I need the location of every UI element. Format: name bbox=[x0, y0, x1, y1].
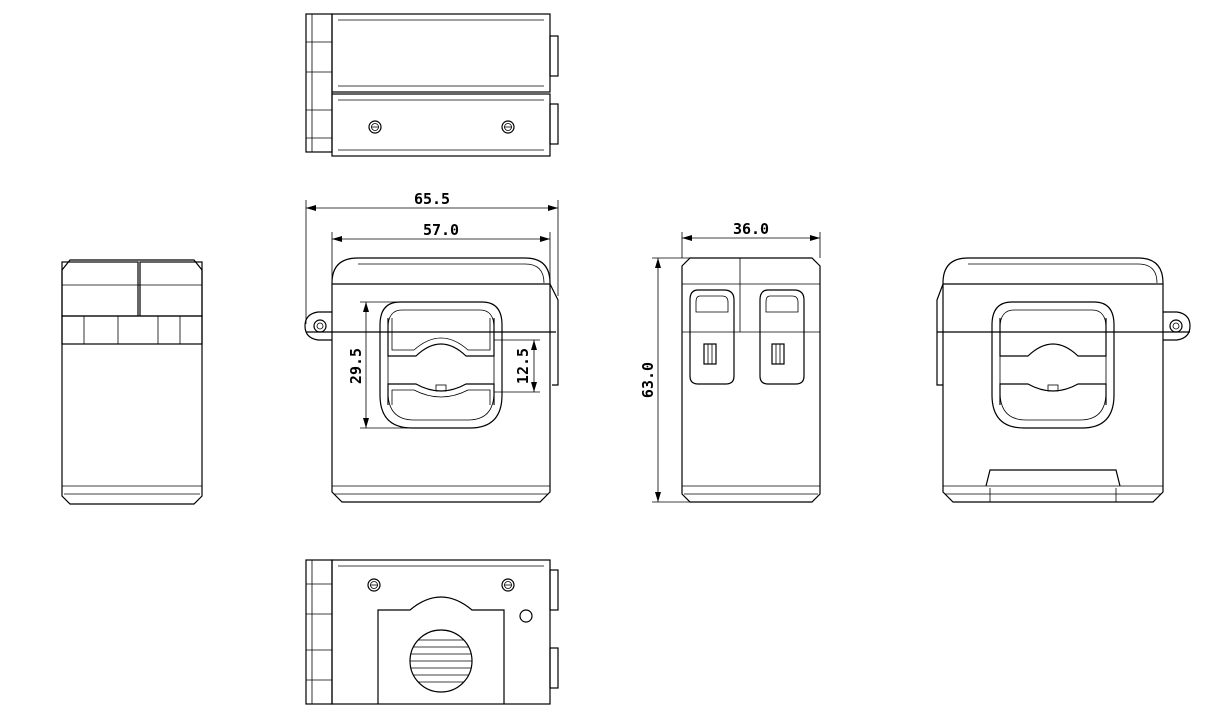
dimension-depth: 36.0 bbox=[681, 220, 821, 258]
screw-icon bbox=[501, 578, 515, 592]
dim-window-height-label: 29.5 bbox=[347, 348, 365, 384]
dim-height-label: 63.0 bbox=[639, 362, 657, 398]
left-side-view bbox=[61, 259, 203, 505]
latch-right bbox=[759, 289, 805, 385]
dim-overall-width-label: 65.5 bbox=[414, 190, 450, 208]
dimension-window-height: 29.5 bbox=[347, 301, 412, 429]
dimension-body-width: 57.0 bbox=[331, 221, 551, 284]
dim-body-width-label: 57.0 bbox=[423, 221, 459, 239]
top-view bbox=[305, 13, 559, 157]
dimension-height: 63.0 bbox=[639, 257, 690, 503]
dimension-overall-width: 65.5 bbox=[305, 190, 559, 324]
screw-icon bbox=[501, 120, 515, 134]
front-view bbox=[304, 257, 559, 503]
dimension-slot-height: 12.5 bbox=[494, 339, 540, 393]
bottom-view bbox=[305, 559, 559, 705]
rear-view bbox=[936, 257, 1191, 503]
dim-slot-height-label: 12.5 bbox=[514, 348, 532, 384]
right-side-view bbox=[681, 257, 821, 503]
grille-icon bbox=[409, 629, 473, 693]
latch-left bbox=[689, 289, 735, 385]
dim-depth-label: 36.0 bbox=[733, 220, 769, 238]
screw-icon bbox=[367, 578, 381, 592]
screw-icon bbox=[368, 120, 382, 134]
